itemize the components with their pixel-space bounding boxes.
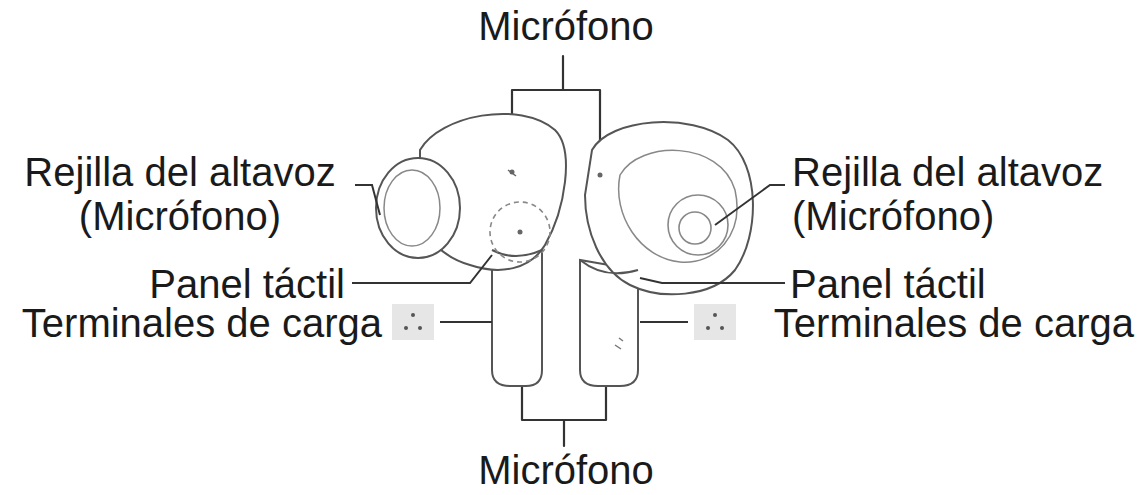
speaker-grille-label: Rejilla del altavoz (Micrófono) bbox=[792, 150, 1132, 238]
microphone-label: Micrófono bbox=[0, 448, 1136, 492]
speaker-grille-label: Rejilla del altavoz (Micrófono) bbox=[10, 150, 350, 238]
left-earbud bbox=[376, 114, 566, 386]
touch-panel-label: Panel táctil bbox=[149, 262, 345, 306]
leader-line bbox=[352, 185, 785, 322]
touch-panel-label: Panel táctil bbox=[790, 262, 986, 306]
charging-terminals-label: Terminales de carga bbox=[774, 301, 1134, 345]
charging-terminal-icon bbox=[392, 304, 736, 340]
right-earbud bbox=[580, 122, 753, 386]
bracket-line bbox=[522, 378, 606, 446]
microphone-label: Micrófono bbox=[0, 4, 1136, 48]
charging-terminals-label: Terminales de carga bbox=[22, 301, 382, 345]
